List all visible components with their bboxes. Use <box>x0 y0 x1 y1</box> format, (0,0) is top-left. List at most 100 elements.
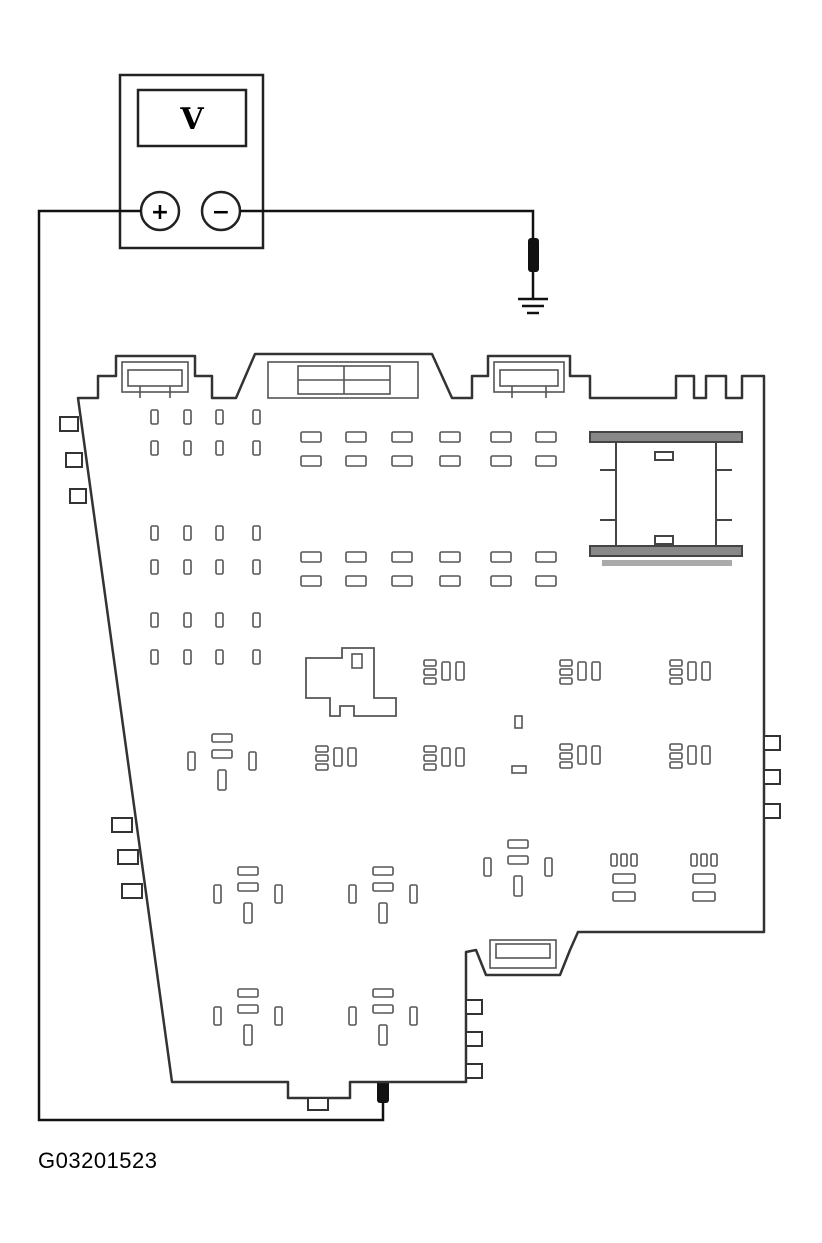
fuse-slot <box>183 612 192 628</box>
pad <box>591 745 601 765</box>
pad <box>483 857 492 877</box>
pad <box>423 763 437 771</box>
fuse-slot-horizontal <box>490 431 512 443</box>
negative-terminal-label: − <box>212 200 230 225</box>
pad <box>237 882 259 892</box>
pad <box>211 733 233 743</box>
fuse-slot <box>252 612 261 628</box>
fuse-grid-vertical <box>150 409 261 665</box>
fuse-slot-horizontal <box>300 455 322 467</box>
pad <box>423 668 437 676</box>
pad <box>372 882 394 892</box>
pad <box>710 853 718 867</box>
pad <box>248 751 257 771</box>
pad <box>372 988 394 998</box>
pad <box>559 659 573 667</box>
irregular-component-pin <box>351 653 363 669</box>
fuse-slot-horizontal <box>345 551 367 563</box>
pad <box>544 857 553 877</box>
fuse-slot-horizontal <box>439 551 461 563</box>
fuse-slot-horizontal <box>535 431 557 443</box>
irregular-component <box>305 647 397 717</box>
fuse-slot-horizontal <box>300 551 322 563</box>
fuse-slot-horizontal <box>391 431 413 443</box>
fuse-slot <box>215 409 224 425</box>
pad <box>441 661 451 681</box>
pad <box>692 873 716 884</box>
pad <box>630 853 638 867</box>
side-clips-left <box>59 416 143 899</box>
fuse-slot <box>215 612 224 628</box>
pad <box>620 853 628 867</box>
fuse-slot-horizontal <box>345 431 367 443</box>
fuse-slot <box>215 525 224 541</box>
pad <box>423 745 437 753</box>
pad <box>237 988 259 998</box>
fuse-slot <box>252 409 261 425</box>
fuse-slot <box>183 649 192 665</box>
fuse-grid-horizontal <box>300 431 557 587</box>
fuse-slot-horizontal <box>391 551 413 563</box>
component-groups <box>187 659 718 1046</box>
pad <box>692 891 716 902</box>
fuse-slot <box>150 649 159 665</box>
pad <box>274 884 283 904</box>
pad <box>372 866 394 876</box>
pad <box>507 855 529 865</box>
figure-id: G03201523 <box>38 1148 158 1173</box>
pad <box>559 761 573 769</box>
pad <box>243 902 253 924</box>
pad <box>455 661 465 681</box>
positive-lead-wire <box>37 209 385 1122</box>
fuse-slot-horizontal <box>535 455 557 467</box>
pad <box>213 1006 222 1026</box>
fuse-slot-horizontal <box>535 575 557 587</box>
pad <box>423 677 437 685</box>
pad <box>559 677 573 685</box>
control-module <box>59 352 781 1111</box>
voltmeter-display <box>136 88 248 148</box>
pad <box>687 745 697 765</box>
pad <box>701 661 711 681</box>
small-part-b <box>511 765 527 774</box>
pad <box>333 747 343 767</box>
pad <box>559 752 573 760</box>
relay-socket <box>589 431 743 566</box>
fuse-slot-horizontal <box>490 455 512 467</box>
pad <box>187 751 196 771</box>
fuse-slot <box>150 440 159 456</box>
fuse-slot <box>252 440 261 456</box>
fuse-slot-horizontal <box>345 455 367 467</box>
negative-probe <box>528 238 539 272</box>
fuse-slot-horizontal <box>439 575 461 587</box>
ground-icon <box>518 297 548 315</box>
fuse-slot <box>150 409 159 425</box>
pad <box>315 754 329 762</box>
fuse-slot <box>215 559 224 575</box>
voltmeter: V + − <box>118 73 265 250</box>
pad <box>348 884 357 904</box>
pad <box>315 763 329 771</box>
fuse-slot <box>252 649 261 665</box>
side-clips-right <box>465 735 781 1079</box>
pad <box>217 769 227 791</box>
pad <box>441 747 451 767</box>
pad <box>612 873 636 884</box>
pad <box>423 754 437 762</box>
pad <box>687 661 697 681</box>
pad <box>372 1004 394 1014</box>
pad <box>243 1024 253 1046</box>
pad <box>669 761 683 769</box>
pad <box>423 659 437 667</box>
pad <box>669 752 683 760</box>
fuse-slot-horizontal <box>300 575 322 587</box>
fuse-slot <box>215 649 224 665</box>
pad <box>690 853 698 867</box>
pad <box>211 749 233 759</box>
fuse-slot-horizontal <box>345 575 367 587</box>
connector-top-left <box>121 361 189 398</box>
pad <box>612 891 636 902</box>
fuse-slot-horizontal <box>439 455 461 467</box>
pad <box>669 743 683 751</box>
pad <box>409 1006 418 1026</box>
